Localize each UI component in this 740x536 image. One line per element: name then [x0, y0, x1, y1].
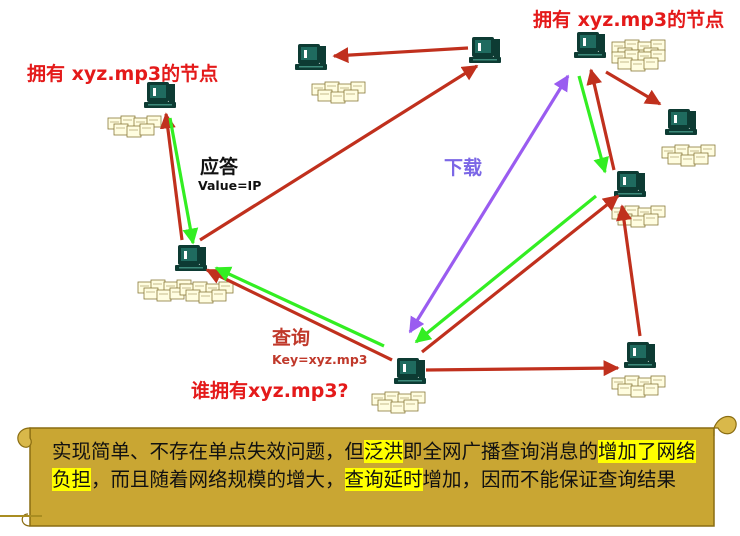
query-label: 查询 — [272, 327, 311, 349]
note-segment: 即全网广播查询消息的 — [403, 440, 599, 463]
node-right-middle — [611, 171, 666, 228]
response-value-label: Value=IP — [198, 178, 262, 193]
scroll-note: 实现简单、不存在单点失效问题，但泛洪即全网广播查询消息的增加了网络负担，而且随着… — [52, 438, 712, 494]
file-stack-icon — [611, 375, 666, 398]
footer-divider — [0, 515, 42, 517]
computer-icon — [614, 171, 646, 197]
computer-icon — [574, 32, 606, 58]
file-stack-icon — [107, 115, 162, 138]
node-right-upper — [661, 109, 716, 167]
computer-icon — [665, 109, 697, 135]
computer-icon — [624, 342, 656, 368]
note-segment: ，而且随着网络规模的增大， — [91, 468, 345, 491]
file-stack-icon — [179, 281, 234, 304]
owner-label-left: 拥有 xyz.mp3的节点 — [27, 63, 219, 85]
computer-icon — [295, 44, 327, 70]
computer-icon — [394, 358, 426, 384]
node-bottom-center — [371, 358, 426, 414]
note-segment: 实现简单、不存在单点失效问题，但 — [52, 440, 365, 463]
node-top-center-left — [295, 44, 327, 70]
download-arrow — [408, 74, 570, 334]
note-segment: 增加，因而不能保证查询结果 — [422, 468, 677, 491]
who-has-label: 谁拥有xyz.mp3? — [191, 380, 349, 402]
computer-icon — [175, 245, 207, 271]
file-stack-icon — [611, 49, 666, 72]
computer-icon — [469, 37, 501, 63]
query-key-label: Key=xyz.mp3 — [272, 352, 368, 367]
node-left-owner — [107, 82, 176, 138]
file-stack-icon — [611, 205, 666, 228]
file-stack-icon — [661, 144, 716, 167]
file-stack-icon — [311, 81, 366, 104]
note-highlight: 查询延时 — [344, 468, 423, 491]
file-stack-icon — [371, 391, 426, 414]
note-highlight: 泛洪 — [364, 440, 404, 463]
owner-label-right: 拥有 xyz.mp3的节点 — [533, 9, 725, 31]
response-label: 应答 — [200, 156, 239, 178]
node-right-owner — [574, 32, 666, 72]
response-arrows — [168, 75, 609, 348]
node-right-bottom — [611, 342, 666, 398]
download-label: 下载 — [444, 157, 483, 179]
